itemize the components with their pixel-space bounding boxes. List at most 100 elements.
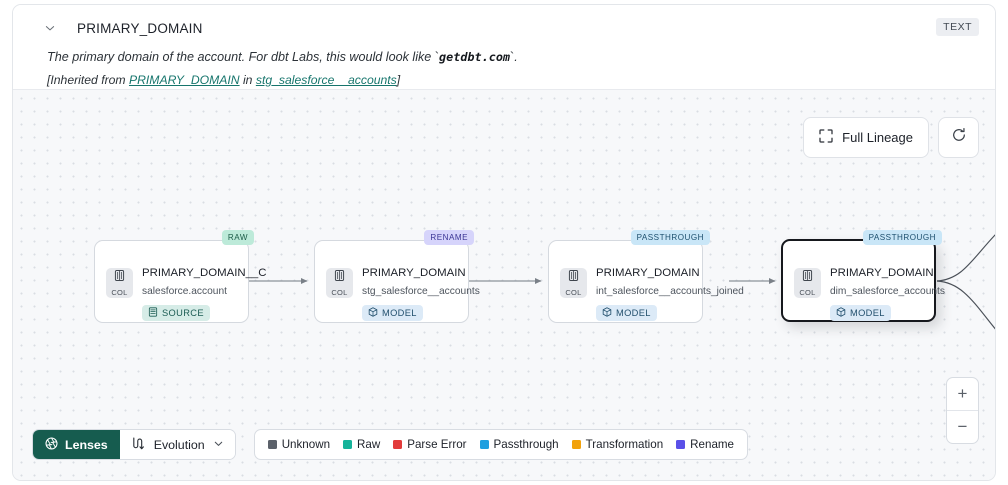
edge-out-top	[936, 234, 995, 282]
chevron-down-icon[interactable]	[41, 19, 59, 37]
lenses-button[interactable]: Lenses	[33, 430, 120, 459]
legend-item: Passthrough	[479, 438, 559, 451]
inherited-prefix: [Inherited from	[47, 73, 129, 87]
zoom-out-button[interactable]: −	[957, 417, 968, 436]
legend-swatch	[267, 440, 277, 449]
legend-label: Unknown	[281, 438, 331, 451]
node-column-name: PRIMARY_DOMAIN	[830, 267, 934, 279]
lineage-node[interactable]: RAW COL PRIMARY_DOMAIN__C salesforce.accoun…	[94, 230, 267, 323]
cube-icon	[368, 307, 378, 319]
evolution-label: Evolution	[153, 437, 205, 452]
canvas-toolbar: Full Lineage	[803, 117, 979, 158]
database-icon	[148, 307, 158, 319]
legend-item: Raw	[343, 438, 380, 451]
inherited-suffix: ]	[396, 73, 401, 87]
legend-swatch	[393, 440, 403, 449]
column-chip-label: COL	[111, 288, 128, 297]
column-chip: COL	[794, 268, 821, 298]
legend-label: Passthrough	[493, 438, 559, 451]
evolution-dropdown[interactable]: Evolution	[119, 430, 235, 459]
node-kind-label: MODEL	[382, 308, 417, 318]
node-kind-pill: SOURCE	[142, 305, 210, 321]
lineage-edges	[249, 234, 995, 330]
cube-icon	[836, 307, 846, 319]
node-kind-row: MODEL	[362, 304, 423, 322]
legend-label: Parse Error	[407, 438, 467, 451]
column-icon	[113, 269, 126, 287]
chevron-down-icon	[213, 438, 224, 452]
description-text: The primary domain of the account. For d…	[47, 50, 435, 64]
column-icon	[801, 269, 814, 287]
evolution-flow-icon	[131, 436, 146, 454]
lens-controls: Lenses Evolution	[32, 429, 236, 460]
column-chip: COL	[326, 268, 353, 298]
card-header: PRIMARY_DOMAIN TEXT The primary domain o…	[13, 5, 995, 90]
lineage-graph: RAW COL PRIMARY_DOMAIN__C salesforce.accoun…	[13, 90, 995, 480]
column-chip-label: COL	[565, 288, 582, 297]
zoom-in-button[interactable]: +	[957, 384, 968, 403]
column-chip-label: COL	[331, 288, 348, 297]
zoom-controls: + −	[946, 377, 979, 444]
node-kind-pill: MODEL	[830, 305, 891, 321]
inherited-column-link[interactable]: PRIMARY_DOMAIN	[128, 73, 240, 87]
node-kind-label: MODEL	[616, 308, 651, 318]
node-kind-label: MODEL	[850, 308, 885, 318]
column-chip: COL	[106, 268, 133, 298]
lineage-legend: Unknown Raw Parse Error Passthrough Transfor…	[253, 429, 748, 460]
legend-label: Transformation	[585, 438, 664, 451]
legend-item: Rename	[676, 438, 734, 451]
node-source-name: salesforce.account	[142, 286, 227, 297]
node-type-badge: RENAME	[424, 230, 474, 245]
full-lineage-label: Full Lineage	[842, 130, 913, 145]
node-source-name: dim_salesforce_accounts	[830, 286, 945, 297]
legend-swatch	[479, 440, 489, 449]
legend-swatch	[343, 440, 353, 449]
legend-item: Transformation	[571, 438, 664, 451]
node-column-name: PRIMARY_DOMAIN__C	[142, 267, 267, 279]
inherited-middle: in	[239, 73, 256, 87]
legend-item: Unknown	[267, 438, 331, 451]
node-kind-row: MODEL	[596, 304, 657, 322]
description-suffix: .	[514, 50, 518, 64]
node-type-badge: PASSTHROUGH	[862, 230, 942, 245]
edge-out-bottom	[936, 280, 995, 330]
inherited-from-note: [Inherited from PRIMARY_DOMAIN in stg_sa…	[47, 73, 979, 87]
cube-icon	[602, 307, 612, 319]
description-code: getdbt.com	[439, 50, 511, 64]
column-chip-label: COL	[799, 288, 816, 297]
column-icon	[333, 269, 346, 287]
legend-label: Raw	[357, 438, 381, 451]
zoom-divider	[947, 410, 978, 411]
node-kind-label: SOURCE	[162, 308, 204, 318]
node-column-name: PRIMARY_DOMAIN	[362, 267, 466, 279]
node-source-name: int_salesforce__accounts_joined	[596, 286, 744, 297]
lenses-label: Lenses	[65, 437, 108, 452]
inherited-model-link[interactable]: stg_salesforce__accounts	[255, 73, 397, 87]
lineage-node[interactable]: PASSTHROUGH COL PRIMARY_DOMAIN int_salesfor…	[548, 230, 744, 323]
node-kind-row: MODEL	[830, 304, 891, 322]
page-title: PRIMARY_DOMAIN	[77, 20, 203, 36]
column-chip: COL	[560, 268, 587, 298]
full-lineage-button[interactable]: Full Lineage	[803, 117, 929, 158]
node-column-name: PRIMARY_DOMAIN	[596, 267, 700, 279]
type-badge: TEXT	[936, 18, 979, 36]
legend-swatch	[571, 440, 581, 449]
legend-label: Rename	[690, 438, 734, 451]
node-kind-row: SOURCE	[142, 304, 210, 322]
node-type-badge: PASSTHROUGH	[630, 230, 710, 245]
column-detail-card: PRIMARY_DOMAIN TEXT The primary domain o…	[12, 4, 996, 481]
node-type-badge: RAW	[221, 230, 254, 245]
legend-swatch	[676, 440, 686, 449]
expand-corners-icon	[819, 129, 833, 146]
lineage-node[interactable]: PASSTHROUGH COL PRIMARY_DOMAIN dim_salesfor…	[781, 230, 945, 322]
refresh-button[interactable]	[938, 117, 979, 158]
node-kind-pill: MODEL	[596, 305, 657, 321]
aperture-icon	[45, 436, 58, 453]
lineage-canvas[interactable]: Full Lineage + −	[13, 90, 995, 480]
legend-item: Parse Error	[393, 438, 467, 451]
column-icon	[567, 269, 580, 287]
lineage-node[interactable]: RENAME COL PRIMARY_DOMAIN stg_salesforce__a…	[314, 230, 480, 323]
canvas-bottom-bar: Lenses Evolution	[32, 429, 748, 460]
node-source-name: stg_salesforce__accounts	[362, 286, 480, 297]
